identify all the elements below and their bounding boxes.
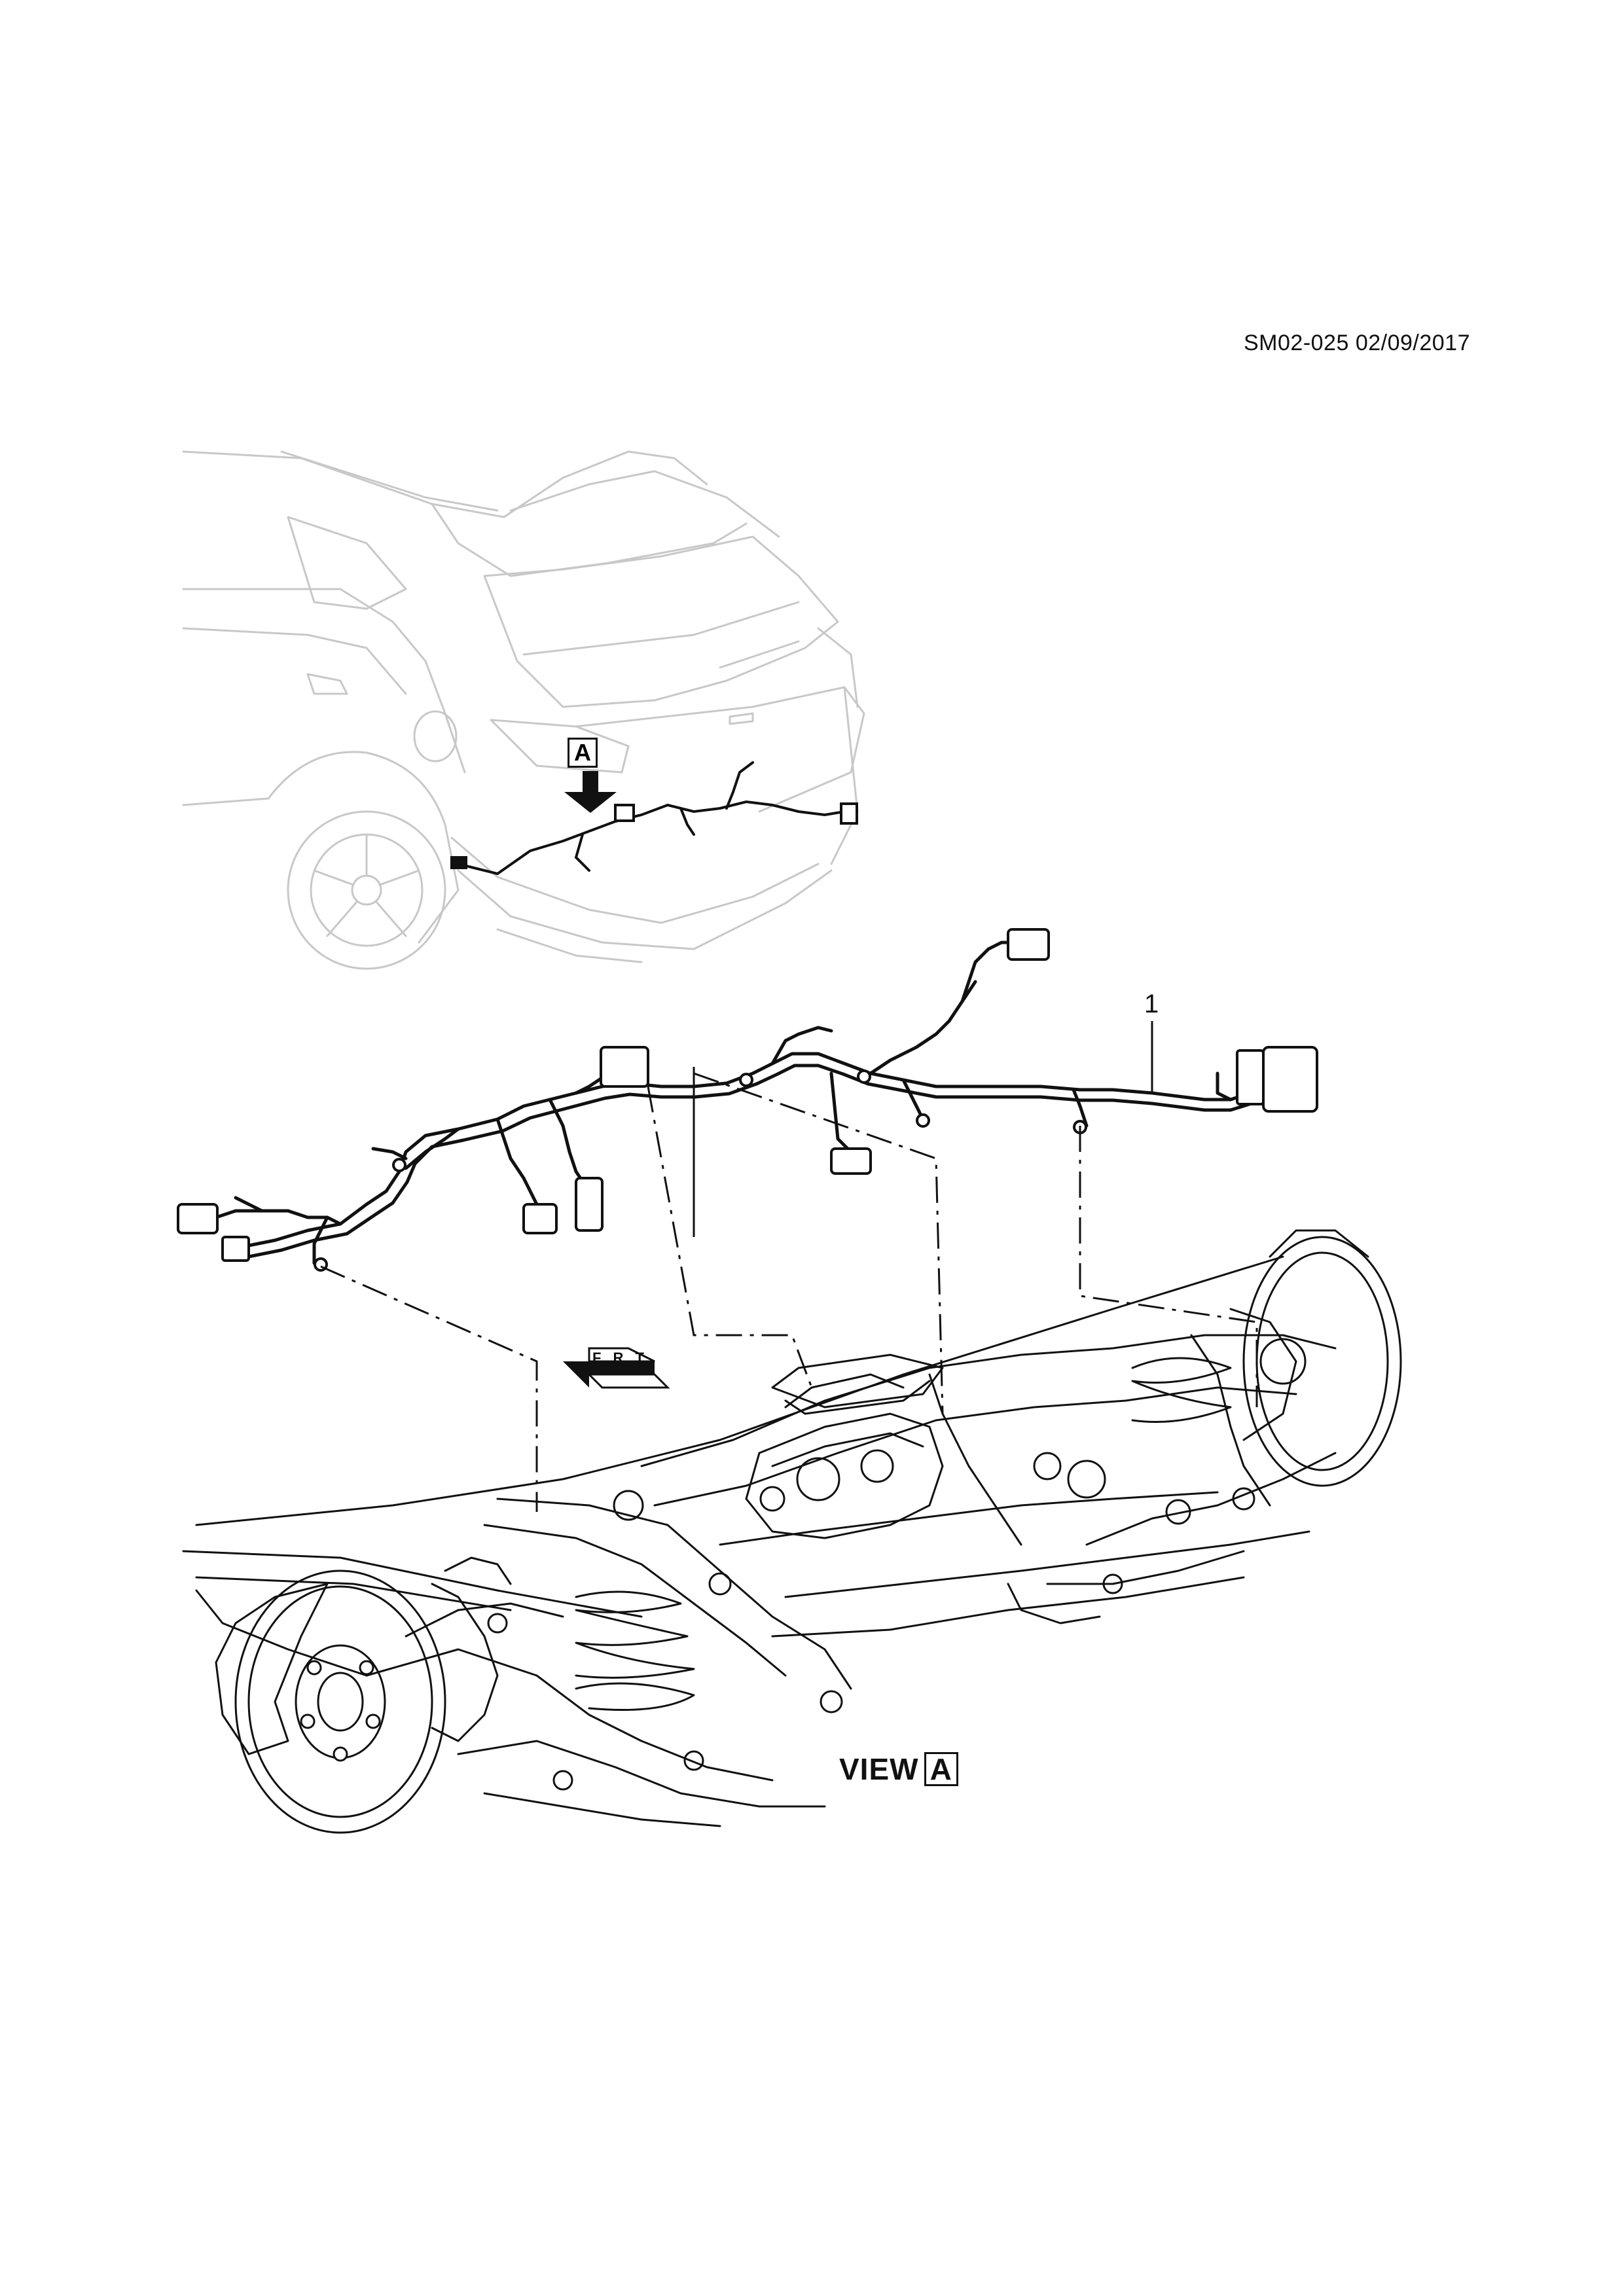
view-caption: VIEW A bbox=[839, 1751, 958, 1787]
direction-marker-label: F R T bbox=[592, 1350, 648, 1366]
connector-right-end bbox=[1262, 1046, 1318, 1113]
rear-suspension bbox=[182, 1229, 1402, 1834]
drawing-reference: SM02-025 02/09/2017 bbox=[1244, 331, 1470, 355]
connector-left-3 bbox=[522, 1203, 558, 1234]
harness-in-vehicle bbox=[450, 761, 858, 876]
view-marker-label: A bbox=[568, 738, 598, 768]
view-arrow-icon bbox=[564, 771, 617, 813]
connector-left-4 bbox=[575, 1177, 604, 1232]
callout-1: 1 bbox=[1144, 990, 1159, 1018]
connector-center-left bbox=[600, 1046, 649, 1088]
view-caption-letter: A bbox=[924, 1752, 958, 1786]
connector-left-end bbox=[177, 1203, 219, 1234]
harness-connectors bbox=[177, 928, 1318, 1272]
connector-left-2 bbox=[221, 1236, 250, 1262]
connector-top bbox=[1007, 928, 1050, 961]
connector-center-low bbox=[830, 1147, 872, 1175]
direction-marker bbox=[563, 1347, 670, 1389]
view-caption-word: VIEW bbox=[839, 1752, 919, 1786]
vehicle-overview bbox=[182, 450, 865, 970]
wiring-harness bbox=[214, 937, 1274, 1265]
